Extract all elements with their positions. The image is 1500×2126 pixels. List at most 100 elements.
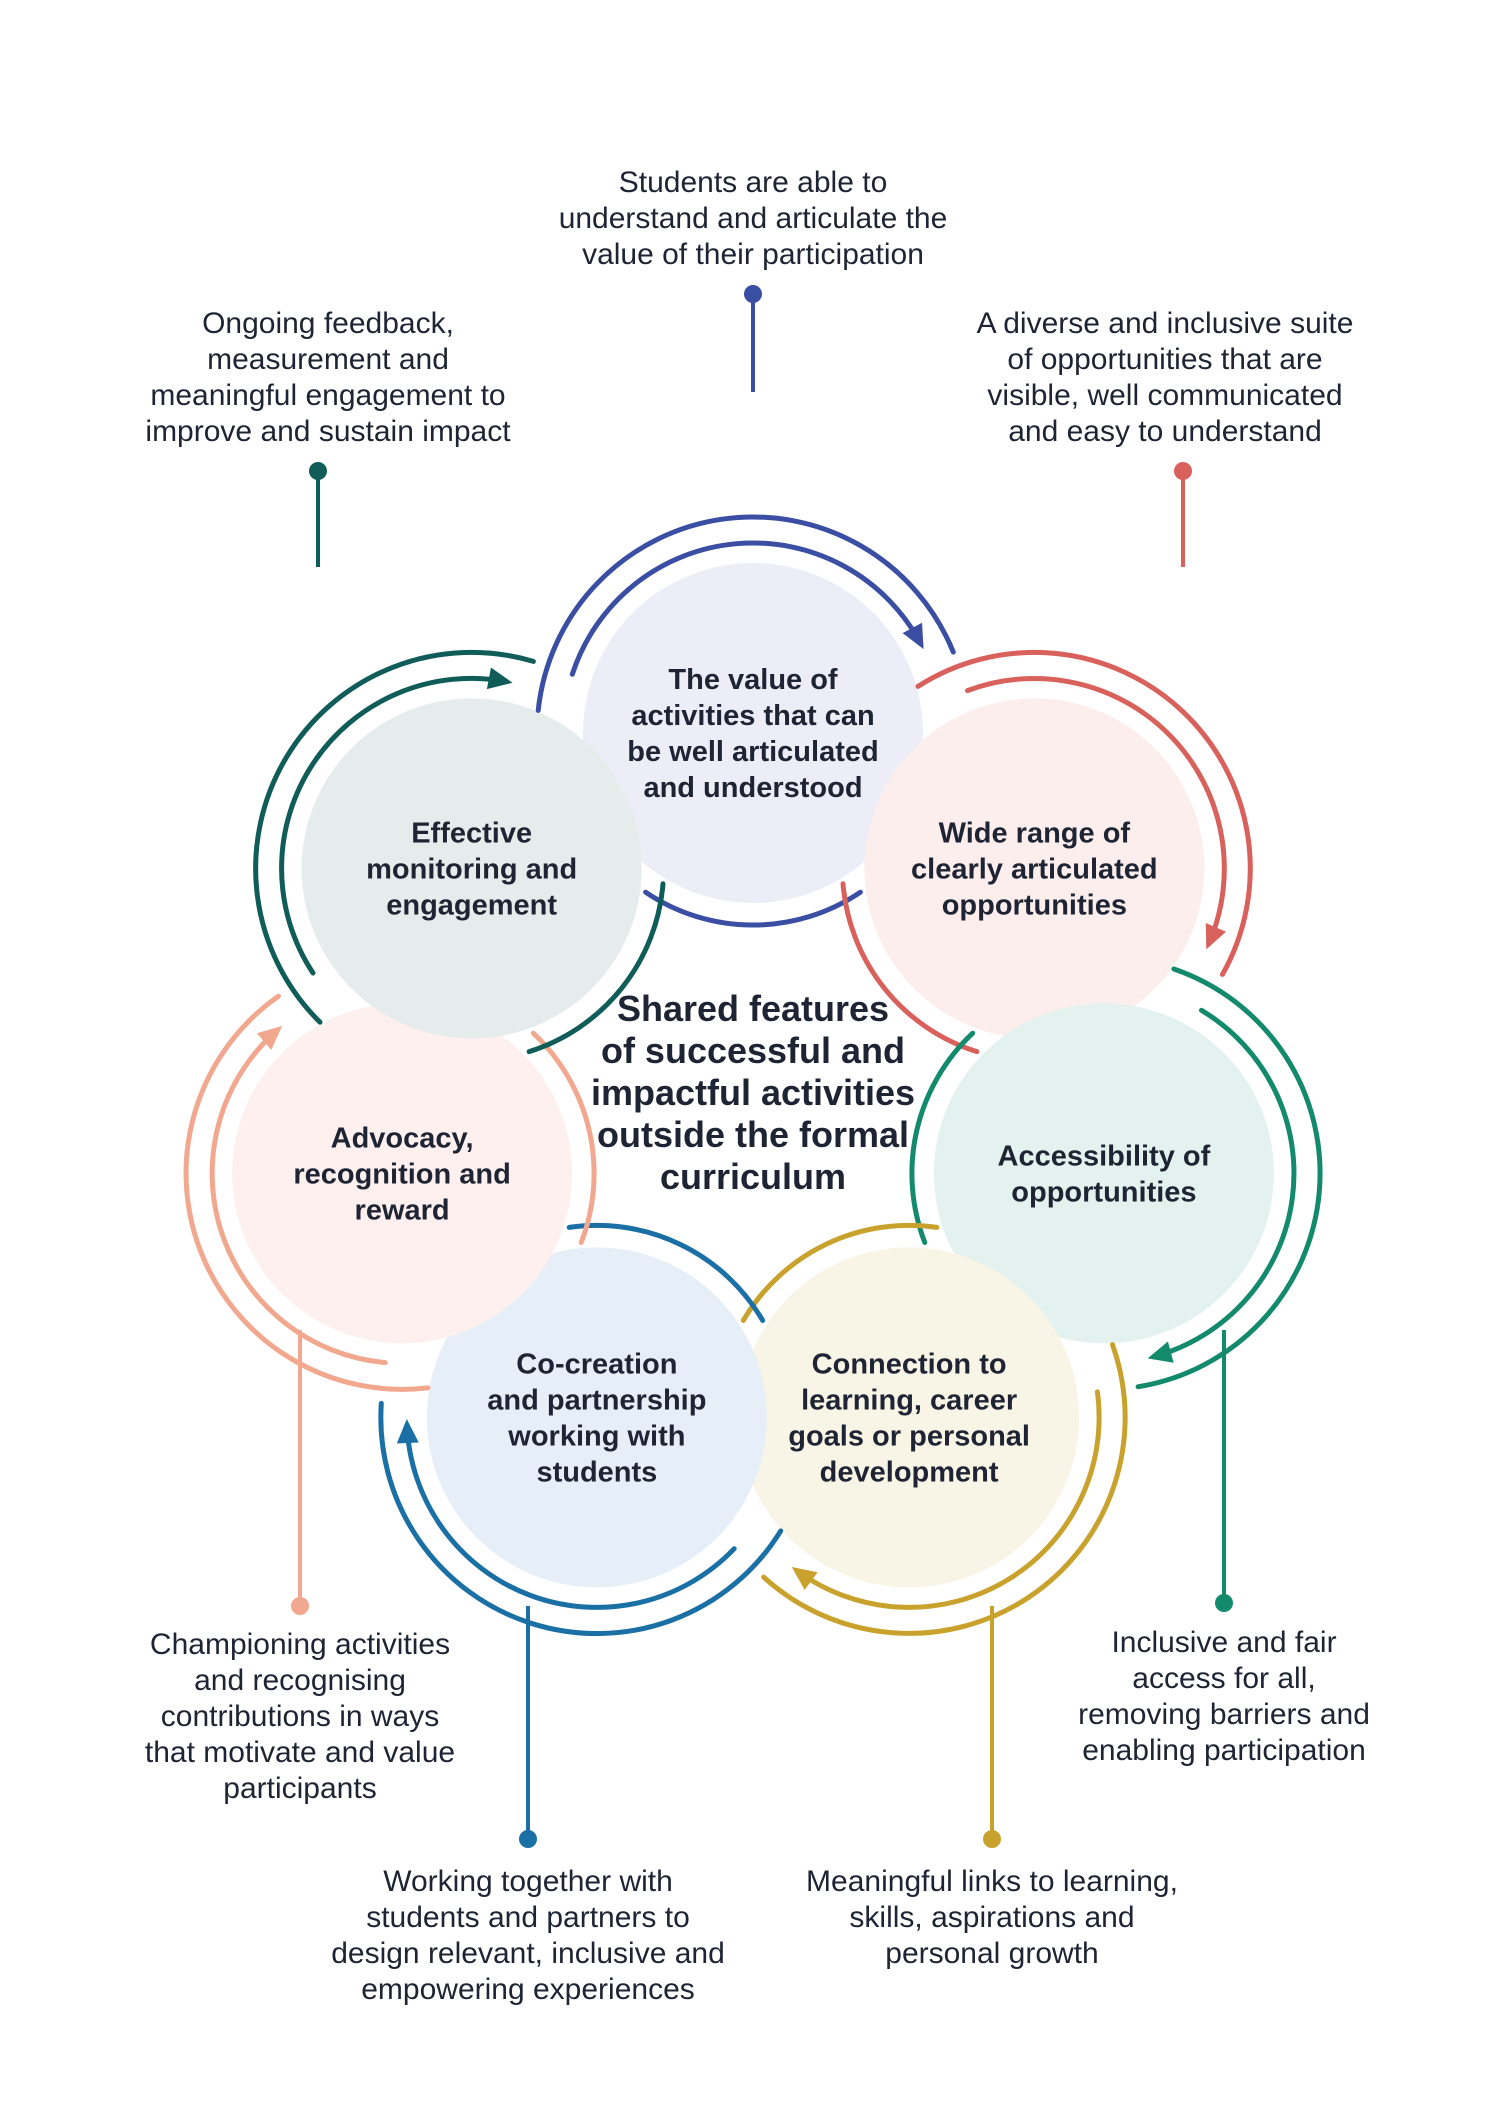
petal-cocreation-label-line: Co-creation [516, 1348, 677, 1380]
petal-monitoring-arrow [486, 667, 513, 690]
feature-range-dot [1174, 462, 1192, 480]
petal-advocacy-outer-arc-inner [209, 1027, 388, 1366]
feature-advocacy-description-line: participants [223, 1772, 376, 1805]
petal-advocacy-outer-arc-outer [183, 993, 431, 1392]
petal-value-label: The value of activities that can be well a… [627, 664, 878, 804]
petal-circles [232, 563, 1274, 1588]
petal-monitoring-arcs [253, 649, 666, 1055]
feature-advocacy-description-line: and recognising [194, 1664, 406, 1697]
feature-accessibility-description-line: access for all, [1132, 1662, 1315, 1695]
feature-range-description-line: and easy to understand [1008, 415, 1322, 448]
petal-cocreation-circle [426, 1247, 767, 1588]
petal-value-label-line: be well articulated [627, 736, 878, 768]
petal-range-circle [864, 698, 1205, 1039]
petal-value-inner-arc [643, 889, 863, 928]
center-title-line: curriculum [660, 1156, 846, 1197]
feature-cocreation-dot [519, 1830, 537, 1848]
petal-monitoring-outer-arc-inner [279, 675, 510, 976]
center-title-line: outside the formal [597, 1114, 909, 1155]
feature-monitoring-description-line: Ongoing feedback, [202, 307, 454, 340]
petal-advocacy-circle [232, 1003, 573, 1344]
petal-value-arrow [902, 622, 924, 650]
petal-accessibility-label-line: opportunities [1011, 1176, 1196, 1208]
petal-range-label-line: opportunities [942, 889, 1127, 921]
feature-accessibility-description-line: Inclusive and fair [1111, 1626, 1336, 1659]
feature-advocacy-dot [291, 1597, 309, 1615]
feature-cocreation-description-line: design relevant, inclusive and [331, 1937, 725, 1970]
petal-monitoring-outer-arc-outer [253, 649, 536, 1025]
feature-cocreation-description-line: empowering experiences [361, 1973, 695, 2006]
petal-accessibility-label-line: Accessibility of [998, 1140, 1211, 1172]
petal-accessibility-arcs [909, 966, 1323, 1390]
petal-monitoring-label-line: Effective [411, 817, 532, 849]
petal-accessibility-inner-arc [909, 1030, 976, 1245]
petal-cocreation-outer-arc-inner [404, 1422, 737, 1610]
petal-monitoring-label-line: engagement [386, 889, 557, 921]
feature-advocacy-description-line: Championing activities [150, 1628, 450, 1661]
petal-connection-inner-arc [740, 1222, 940, 1323]
petal-cocreation-outer-arc-outer [378, 1400, 784, 1637]
feature-accessibility-description-line: enabling participation [1082, 1734, 1366, 1767]
petal-range-arrow [1205, 922, 1226, 950]
center-title-line: Shared features [617, 988, 889, 1029]
petal-monitoring-label-line: monitoring and [366, 853, 577, 885]
petal-connection-label-line: learning, career [801, 1384, 1017, 1416]
petal-value-arcs [535, 514, 956, 928]
feature-accessibility-description-line: removing barriers and [1078, 1698, 1370, 1731]
feature-advocacy-description-line: that motivate and value [145, 1736, 455, 1769]
petal-value-circle [583, 563, 923, 903]
petal-connection-label: Connection to learning, career goals or pe… [788, 1348, 1030, 1488]
petal-accessibility-arrow [1147, 1341, 1174, 1363]
feature-monitoring-description-line: improve and sustain impact [145, 415, 511, 448]
petal-monitoring-inner-arc [526, 881, 666, 1055]
petal-connection-label-line: Connection to [812, 1348, 1007, 1380]
center-title-line: of successful and [601, 1030, 905, 1071]
feature-range-description-line: A diverse and inclusive suite [977, 307, 1354, 340]
petal-cocreation-label-line: working with [507, 1420, 685, 1452]
petal-range-arcs [840, 649, 1253, 1055]
petal-value-outer-arc-inner [569, 540, 924, 677]
center-title-line: impactful activities [591, 1072, 915, 1113]
feature-range-description-line: of opportunities that are [1007, 343, 1322, 376]
feature-cocreation-description-line: Working together with [383, 1865, 673, 1898]
petal-monitoring-circle [301, 698, 642, 1039]
petal-cocreation-arcs [378, 1222, 784, 1637]
feature-accessibility-dot [1215, 1594, 1233, 1612]
petal-accessibility-outer-arc-inner [1150, 1007, 1297, 1360]
feature-monitoring-dot [309, 462, 327, 480]
petal-cocreation-inner-arc [566, 1222, 766, 1323]
feature-range-description-line: visible, well communicated [987, 379, 1342, 412]
feature-connection-dot [983, 1830, 1001, 1848]
petal-connection-circle [739, 1247, 1080, 1588]
petal-advocacy-arcs [183, 993, 597, 1392]
petal-value-label-line: The value of [668, 664, 838, 696]
feature-connection-description-line: personal growth [885, 1937, 1098, 1970]
petal-advocacy-inner-arc [530, 1030, 597, 1245]
petal-connection-outer-arc-inner [794, 1389, 1102, 1610]
feature-connection-callout: Meaningful links to learning,skills, asp… [806, 1606, 1178, 1970]
petal-accessibility-label: Accessibility of opportunities [998, 1140, 1211, 1208]
petal-connection-arrow [791, 1566, 818, 1591]
petal-advocacy-label-line: recognition and [293, 1158, 511, 1190]
feature-value-description-line: Students are able to [619, 166, 888, 199]
petal-cocreation-label-line: and partnership [487, 1384, 706, 1416]
petal-connection-label-line: development [820, 1456, 999, 1488]
petal-connection-outer-arc-outer [761, 1342, 1128, 1636]
petal-connection-label-line: goals or personal [788, 1420, 1030, 1452]
feature-monitoring-description-line: meaningful engagement to [150, 379, 505, 412]
petal-range-label-line: Wide range of [939, 817, 1131, 849]
petal-value-label-line: activities that can [631, 700, 874, 732]
petal-value-label-line: and understood [643, 772, 862, 804]
feature-connection-description: Meaningful links to learning,skills, asp… [806, 1865, 1178, 1970]
